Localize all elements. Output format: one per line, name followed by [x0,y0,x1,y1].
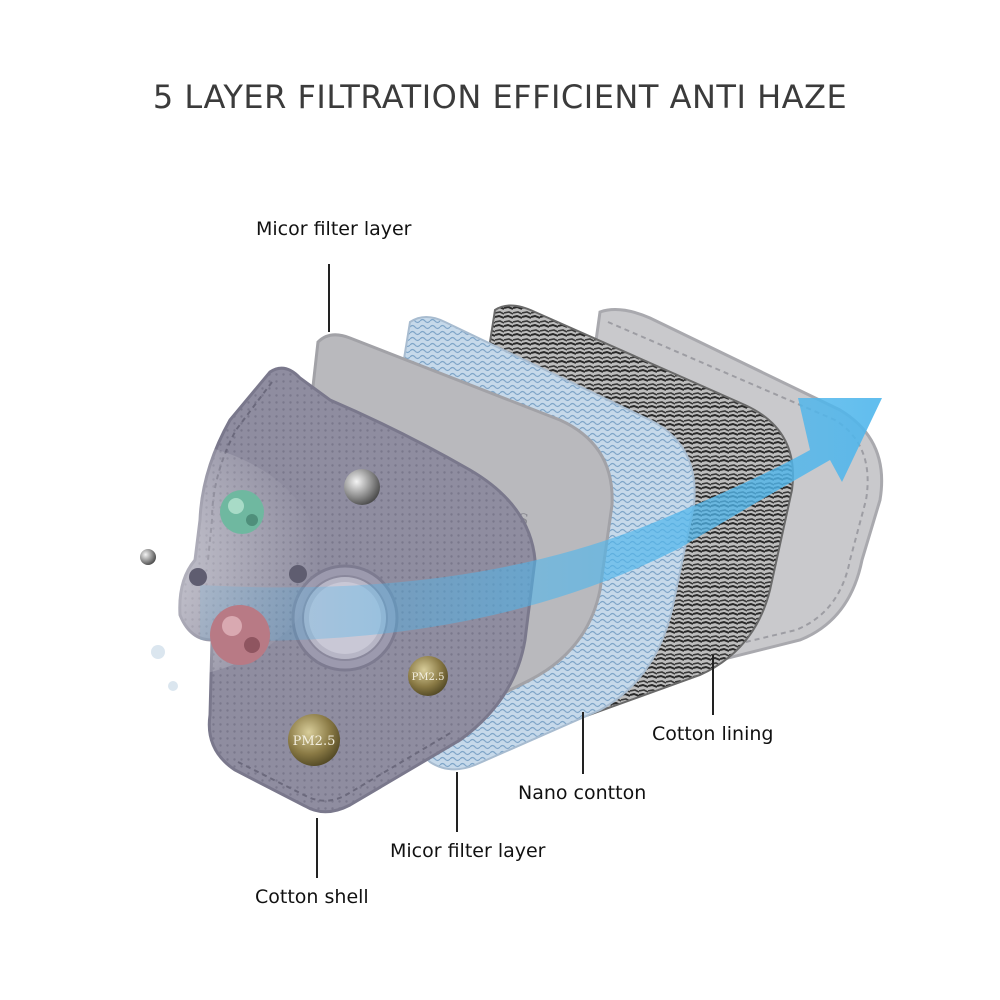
dust-particle-icon [151,645,165,659]
virus-icon [210,605,270,665]
flow-arrow-icon [200,398,882,641]
virus-icon [220,490,264,534]
leader-cotton-shell [316,818,318,878]
label-micor-filter-bottom: Micor filter layer [390,840,546,862]
pm25-particle-large: PM2.5 [288,714,340,766]
leader-micor-filter-top [328,264,330,332]
dust-particle-icon [168,681,178,691]
svg-text:PM2.5: PM2.5 [412,672,445,683]
leader-nano-cotton [582,712,584,774]
dust-particle-icon [189,568,207,586]
pm25-particle-small: PM2.5 [408,656,448,696]
label-cotton-lining: Cotton lining [652,723,774,745]
label-cotton-shell: Cotton shell [255,886,369,908]
label-micor-filter-top: Micor filter layer [256,218,412,240]
dust-particle-icon [140,549,156,565]
dust-particle-icon [344,469,380,505]
label-nano-cotton: Nano contton [518,782,647,804]
svg-text:PM2.5: PM2.5 [293,734,336,749]
leader-micor-filter-bottom [456,772,458,832]
leader-cotton-lining [712,655,714,715]
page-title: 5 LAYER FILTRATION EFFICIENT ANTI HAZE [152,78,848,116]
dust-particle-icon [289,565,307,583]
